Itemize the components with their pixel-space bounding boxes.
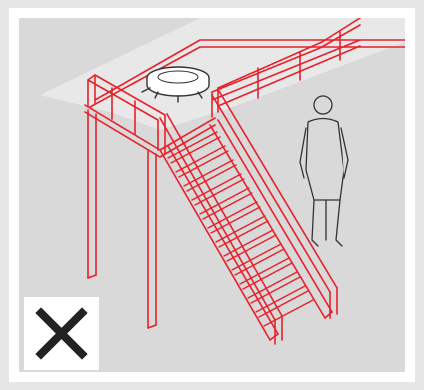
stair-steps — [168, 132, 313, 326]
status-mark-box — [24, 297, 99, 370]
cross-icon — [24, 297, 99, 370]
person-icon — [300, 96, 348, 246]
